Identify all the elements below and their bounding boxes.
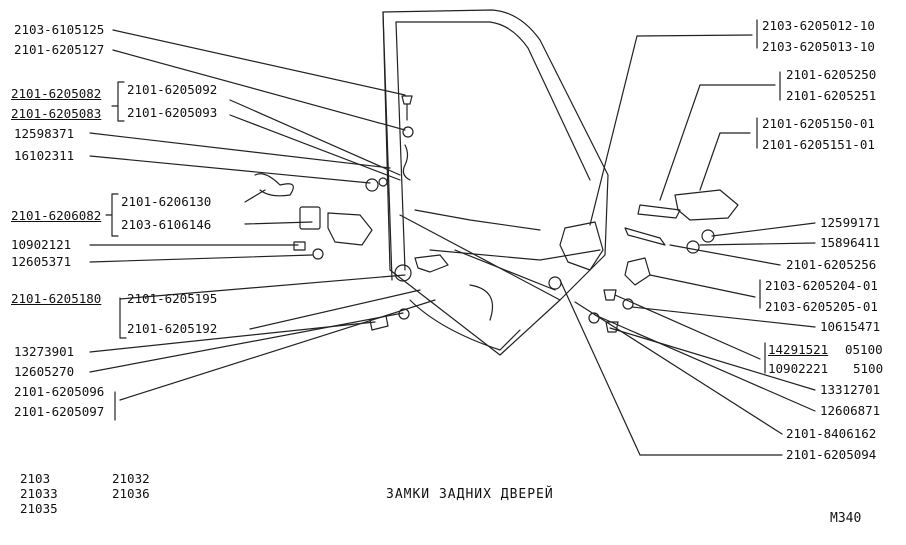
label-2101-6205180: 2101-6205180: [11, 291, 102, 306]
part-lock-mechanism-right: [559, 221, 604, 271]
model-21035: 21035: [20, 501, 58, 516]
label-brackets: [105, 19, 781, 421]
label-10615471: 10615471: [820, 319, 881, 334]
part-clip: [548, 276, 562, 290]
label-2103-6105125: 2103-6105125: [14, 22, 105, 37]
model-21032: 21032: [112, 471, 150, 486]
label-13273901: 13273901: [14, 344, 75, 359]
part-bolt-2: [369, 315, 389, 331]
label-2101-6205195: 2101-6205195: [127, 291, 218, 306]
page-code: M340: [830, 511, 862, 526]
part-handle-bracket: [637, 204, 681, 219]
part-nut-4: [686, 240, 700, 254]
part-bushing: [365, 178, 379, 192]
part-lock-mechanism-left: [327, 212, 373, 246]
model-21036: 21036: [112, 486, 150, 501]
part-nut-3: [701, 229, 715, 243]
model-21033: 21033: [20, 486, 58, 501]
label-5100: 5100: [853, 361, 884, 376]
label-2101-6205192: 2101-6205192: [127, 321, 218, 336]
label-2101-6205151-01: 2101-6205151-01: [762, 137, 875, 152]
part-rosette: [394, 264, 412, 282]
part-inner-handle: [414, 254, 449, 273]
label-2101-6205083: 2101-6205083: [11, 106, 102, 121]
label-2103-6205013-10: 2103-6205013-10: [762, 39, 875, 54]
part-rod: [454, 249, 556, 291]
label-12599171: 12599171: [820, 215, 881, 230]
label-2101-6205256: 2101-6205256: [786, 257, 877, 272]
part-nut-2: [398, 308, 410, 320]
label-2101-6206082: 2101-6206082: [11, 208, 102, 223]
part-striker: [624, 257, 651, 286]
part-spring-clip: [402, 144, 411, 181]
label-2103-6205012-10: 2103-6205012-10: [762, 18, 875, 33]
label-2101-6205094: 2101-6205094: [786, 447, 877, 462]
part-bolt: [293, 241, 306, 251]
label-2101-6206130: 2101-6206130: [121, 194, 212, 209]
label-14291521: 14291521: [768, 342, 829, 357]
part-bushing-2: [378, 177, 388, 187]
label-2101-6205097: 2101-6205097: [14, 404, 105, 419]
label-2101-6205250: 2101-6205250: [786, 67, 877, 82]
label-16102311: 16102311: [14, 148, 75, 163]
label-10902121: 10902121: [11, 237, 72, 252]
part-nut: [312, 248, 324, 260]
part-washer-3: [588, 312, 600, 324]
label-10902221: 10902221: [768, 361, 829, 376]
label-13312701: 13312701: [820, 382, 881, 397]
label-2101-6205150-01: 2101-6205150-01: [762, 116, 875, 131]
label-2101-6205082: 2101-6205082: [11, 86, 102, 101]
diagram-title: ЗАМКИ ЗАДНИХ ДВЕРЕЙ: [386, 487, 554, 502]
door-frame: [382, 9, 609, 356]
label-2101-6205096: 2101-6205096: [14, 384, 105, 399]
label-2103-6106146: 2103-6106146: [121, 217, 212, 232]
label-12605270: 12605270: [14, 364, 75, 379]
model-2103: 2103: [20, 471, 51, 486]
part-outer-handle: [674, 189, 739, 221]
part-spring-wire: [254, 173, 294, 197]
part-washer-2: [622, 298, 634, 310]
label-12605371: 12605371: [11, 254, 72, 269]
label-2101-6205092: 2101-6205092: [127, 82, 218, 97]
part-plate: [299, 206, 321, 230]
label-2101-6205251: 2101-6205251: [786, 88, 877, 103]
label-05100: 05100: [845, 342, 883, 357]
part-washer: [402, 126, 414, 138]
part-screw-2: [603, 289, 617, 301]
label-15896411: 15896411: [820, 235, 881, 250]
part-screw: [401, 95, 413, 121]
leader-lines-right: [559, 34, 816, 456]
label-12598371: 12598371: [14, 126, 75, 141]
label-2101-6205127: 2101-6205127: [14, 42, 105, 57]
part-screw-3: [605, 321, 619, 333]
label-2101-6205093: 2101-6205093: [127, 105, 218, 120]
label-2103-6205205-01: 2103-6205205-01: [765, 299, 878, 314]
label-2101-8406162: 2101-8406162: [786, 426, 877, 441]
leader-lines-left: [89, 29, 436, 401]
label-12606871: 12606871: [820, 403, 881, 418]
part-lever: [624, 227, 666, 246]
label-2103-6205204-01: 2103-6205204-01: [765, 278, 878, 293]
